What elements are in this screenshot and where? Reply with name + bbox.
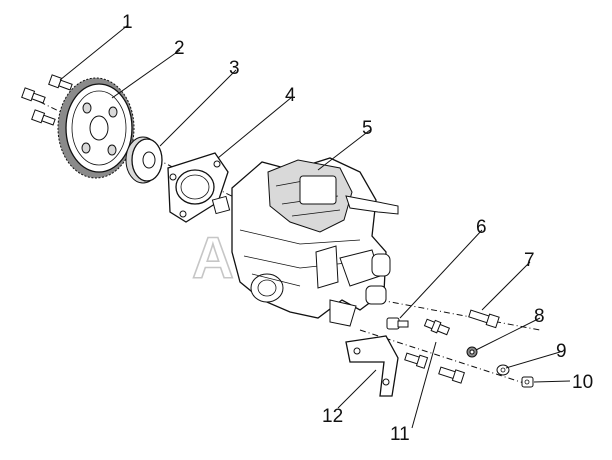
callout-3: 3 — [229, 58, 240, 79]
callout-5: 5 — [362, 118, 373, 139]
callout-labels: 1 2 3 4 5 6 7 8 9 10 11 12 — [122, 12, 593, 445]
leader-10 — [533, 380, 571, 383]
part-6-fitting — [386, 317, 409, 330]
leader-4 — [217, 96, 293, 159]
part-5-pump — [211, 157, 399, 327]
part-4-gasket — [167, 152, 229, 223]
leader-3 — [159, 69, 237, 147]
leader-9 — [505, 351, 561, 369]
leader-1 — [59, 24, 129, 81]
callout-11: 11 — [390, 424, 410, 445]
callout-4: 4 — [285, 85, 296, 106]
part-12-bracket — [345, 335, 429, 397]
part-3-hub — [125, 136, 163, 184]
axis-line-bolt-7 — [379, 299, 541, 331]
part-11-stud — [423, 318, 451, 336]
part-11-bolt — [438, 366, 466, 384]
leader-lines — [59, 24, 571, 429]
leader-8 — [475, 317, 541, 351]
part-9-washer — [496, 364, 510, 376]
callout-12: 12 — [322, 406, 343, 427]
leader-12 — [337, 369, 377, 409]
callout-6: 6 — [476, 217, 487, 238]
part-10-nut — [521, 376, 534, 388]
callout-9: 9 — [556, 341, 567, 362]
leader-11 — [411, 341, 437, 429]
leader-2 — [111, 49, 181, 99]
callout-2: 2 — [174, 38, 185, 59]
part-8-nut — [466, 346, 478, 358]
part-7-bolt — [468, 309, 500, 329]
part-1-bolts — [21, 74, 73, 126]
part-2-drive-gear — [57, 77, 135, 179]
leader-5 — [317, 129, 371, 171]
callout-1: 1 — [122, 12, 133, 33]
callout-8: 8 — [534, 306, 545, 327]
leader-6 — [399, 229, 483, 319]
callout-7: 7 — [524, 250, 535, 271]
leader-7 — [481, 261, 531, 311]
callout-10: 10 — [572, 372, 593, 393]
